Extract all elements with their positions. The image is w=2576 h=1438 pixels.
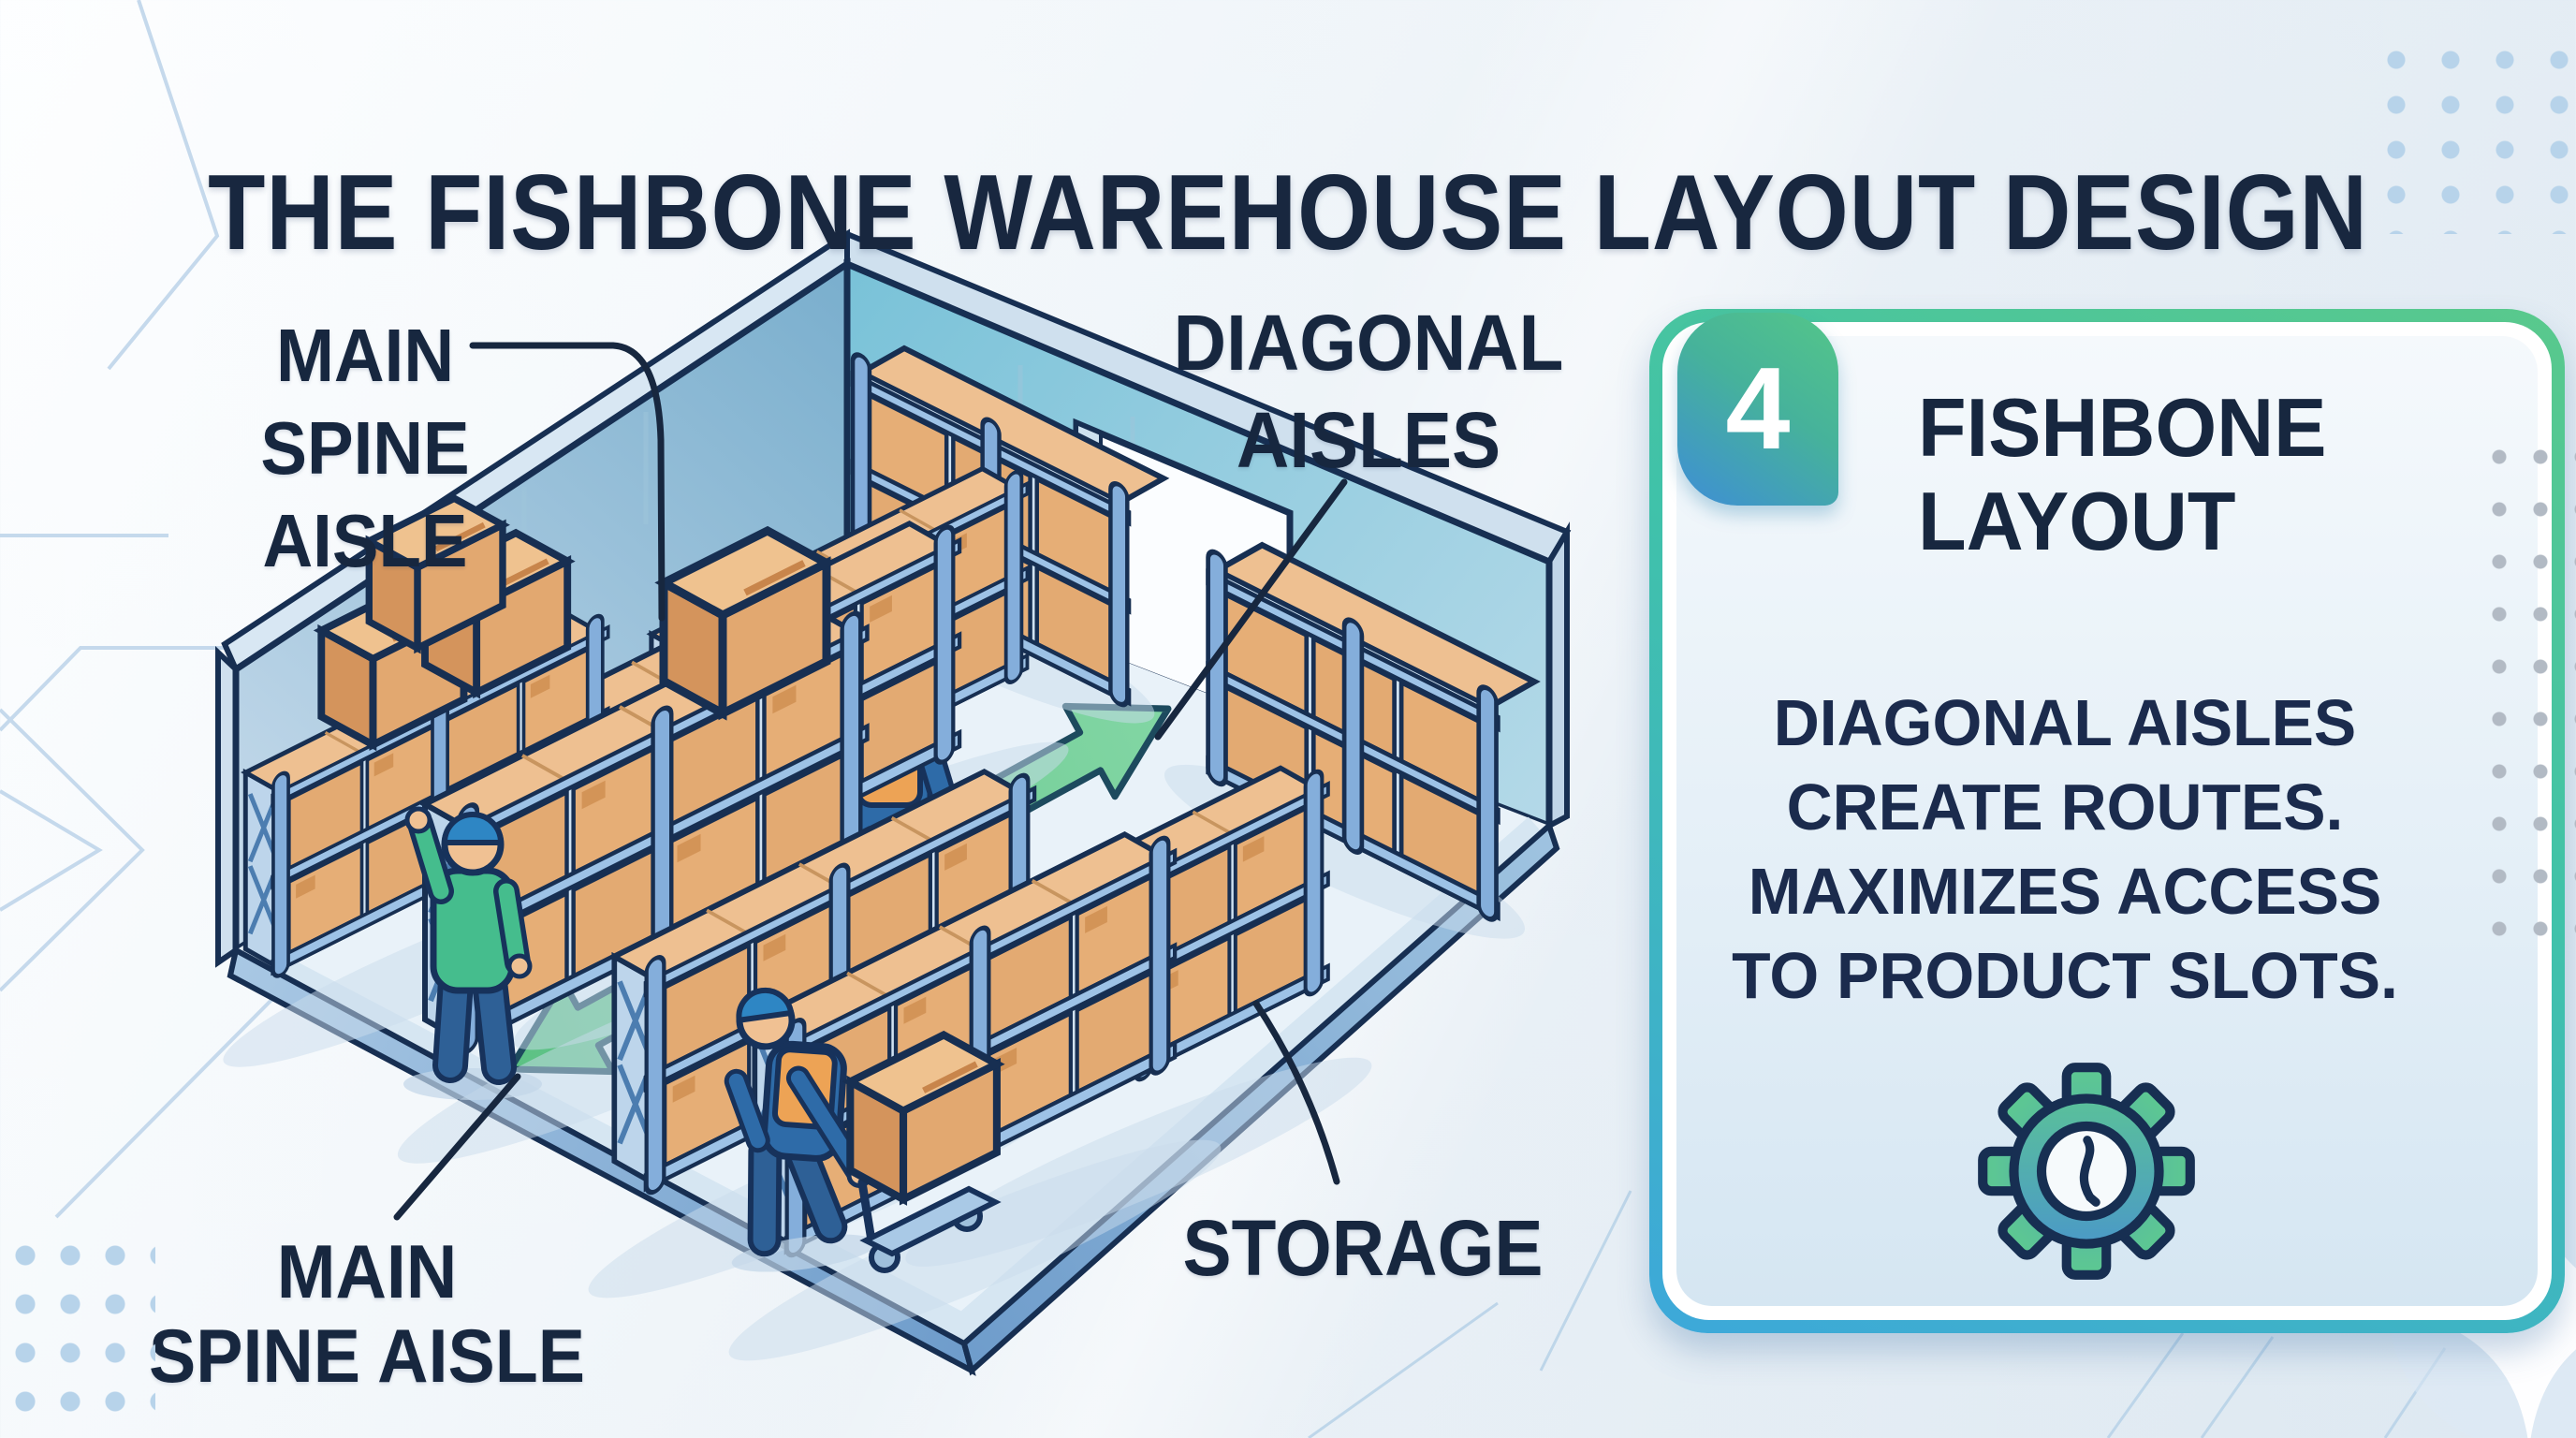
label-line: SPINE AISLE [148,1314,586,1399]
card-heading-line: LAYOUT [1918,475,2236,567]
label-line: AISLES [1236,396,1501,484]
label-line: STORAGE [1182,1204,1544,1292]
page-title: THE FISHBONE WAREHOUSE LAYOUT DESIGN [208,154,2368,273]
leader-diagonal-aisles [1154,478,1348,741]
leader-spine-top [469,342,666,622]
label-diagonal-aisles: DIAGONAL AISLES [1174,294,1564,489]
card-number-badge: 4 [1677,313,1838,506]
leader-spine-bottom [393,1073,521,1221]
label-main-spine-aisle-bottom: MAIN SPINE AISLE [149,1230,585,1399]
card-heading-line: FISHBONE [1918,381,2327,474]
card-number: 4 [1725,345,1791,474]
label-main-spine-aisle-top: MAIN SPINE AISLE [260,309,469,587]
info-card: FISHBONE LAYOUT DIAGONAL AISLES CREATE R… [1649,309,2565,1333]
background-chevron-lines [0,0,283,1219]
card-body-line: CREATE ROUTES. [1786,770,2344,844]
label-line: SPINE [260,406,470,490]
leader-lines [393,342,1348,1221]
card-body-text: DIAGONAL AISLES CREATE ROUTES. MAXIMIZES… [1697,681,2433,1018]
label-storage: STORAGE [1183,1206,1544,1290]
card-body-line: DIAGONAL AISLES [1773,686,2357,759]
label-line: AISLE [262,499,468,582]
leader-storage [1252,1000,1340,1185]
label-line: MAIN [276,1230,458,1314]
label-line: MAIN [275,314,455,397]
worker-with-cart [724,987,1002,1273]
card-heading: FISHBONE LAYOUT [1918,381,2327,568]
label-line: DIAGONAL [1173,299,1564,387]
card-body-line: MAXIMIZES ACCESS [1748,855,2382,928]
card-body-line: TO PRODUCT SLOTS. [1732,939,2398,1012]
gear-clock-icon [1974,1059,2199,1284]
